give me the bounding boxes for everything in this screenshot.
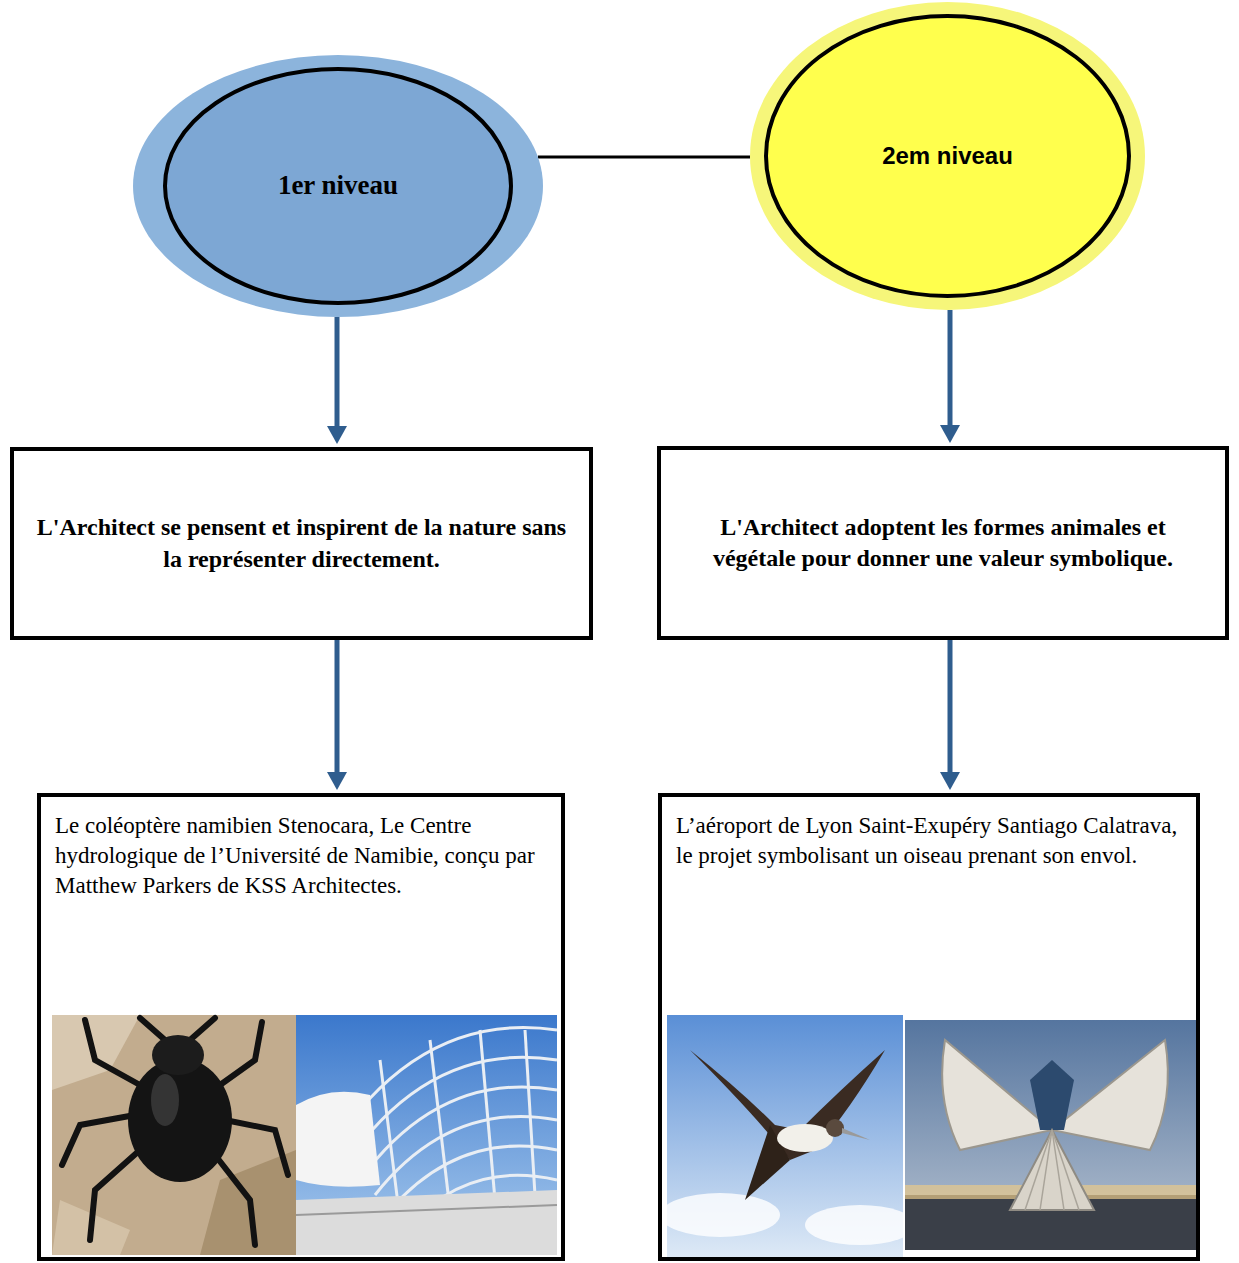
connector-line <box>538 156 750 159</box>
level-ellipse: 1er niveau <box>133 55 543 317</box>
arrow-head <box>327 426 347 444</box>
arrow-head <box>940 772 960 790</box>
inner-ellipse <box>766 16 1129 296</box>
white-canopy <box>296 1092 380 1187</box>
connector <box>940 310 960 443</box>
beetle-photo <box>52 1015 296 1255</box>
connector <box>538 157 750 158</box>
pedestal-ribs <box>1025 1130 1079 1210</box>
cloud <box>805 1205 915 1245</box>
bird-head <box>826 1119 844 1137</box>
rock-ground <box>52 1015 296 1255</box>
beetle-head <box>152 1035 204 1075</box>
glass <box>1030 1060 1074 1130</box>
connector-line <box>335 317 340 428</box>
connector-line <box>335 640 340 774</box>
box-text: L'Architect se pensent et inspirent de l… <box>36 512 567 574</box>
inner-ellipse <box>165 69 511 303</box>
connector <box>327 640 347 790</box>
bird-photo <box>660 1015 915 1257</box>
rock-patch <box>52 1015 140 1090</box>
beetle-shine <box>151 1074 179 1126</box>
arrow-head <box>940 425 960 443</box>
outer-ring <box>133 55 543 317</box>
connector-line <box>948 640 953 774</box>
sky <box>905 1020 1200 1250</box>
text-box: L'Architect se pensent et inspirent de l… <box>10 447 593 640</box>
level-title: 1er niveau <box>173 168 503 203</box>
building-photo <box>296 1015 557 1255</box>
connector <box>940 640 960 790</box>
connector <box>327 317 347 444</box>
box-text: L’aéroport de Lyon Saint-Exupéry Santiag… <box>676 811 1182 871</box>
level-ellipse: 2em niveau <box>750 2 1145 310</box>
text-box: L’aéroport de Lyon Saint-Exupéry Santiag… <box>658 793 1200 1261</box>
sky <box>296 1015 557 1255</box>
beetle-body <box>128 1058 232 1182</box>
arrow-head <box>327 772 347 790</box>
box-text: Le coléoptère namibien Stenocara, Le Cen… <box>55 811 547 901</box>
rail <box>296 1205 557 1215</box>
walkway <box>296 1190 557 1255</box>
airport-photo <box>905 1020 1200 1250</box>
box-text: L'Architect adoptent les formes animales… <box>683 512 1203 574</box>
pedestal <box>1010 1130 1094 1210</box>
text-box: Le coléoptère namibien Stenocara, Le Cen… <box>37 793 565 1261</box>
cloud <box>660 1193 780 1237</box>
bird-beak <box>842 1128 870 1140</box>
outer-ring <box>750 2 1145 310</box>
text-box: L'Architect adoptent les formes animales… <box>657 446 1229 640</box>
beetle-legs <box>62 1018 288 1245</box>
connector-line <box>948 310 953 427</box>
level-title: 2em niveau <box>790 140 1105 171</box>
bird-breast <box>777 1124 833 1152</box>
bird-wings <box>690 1050 885 1160</box>
